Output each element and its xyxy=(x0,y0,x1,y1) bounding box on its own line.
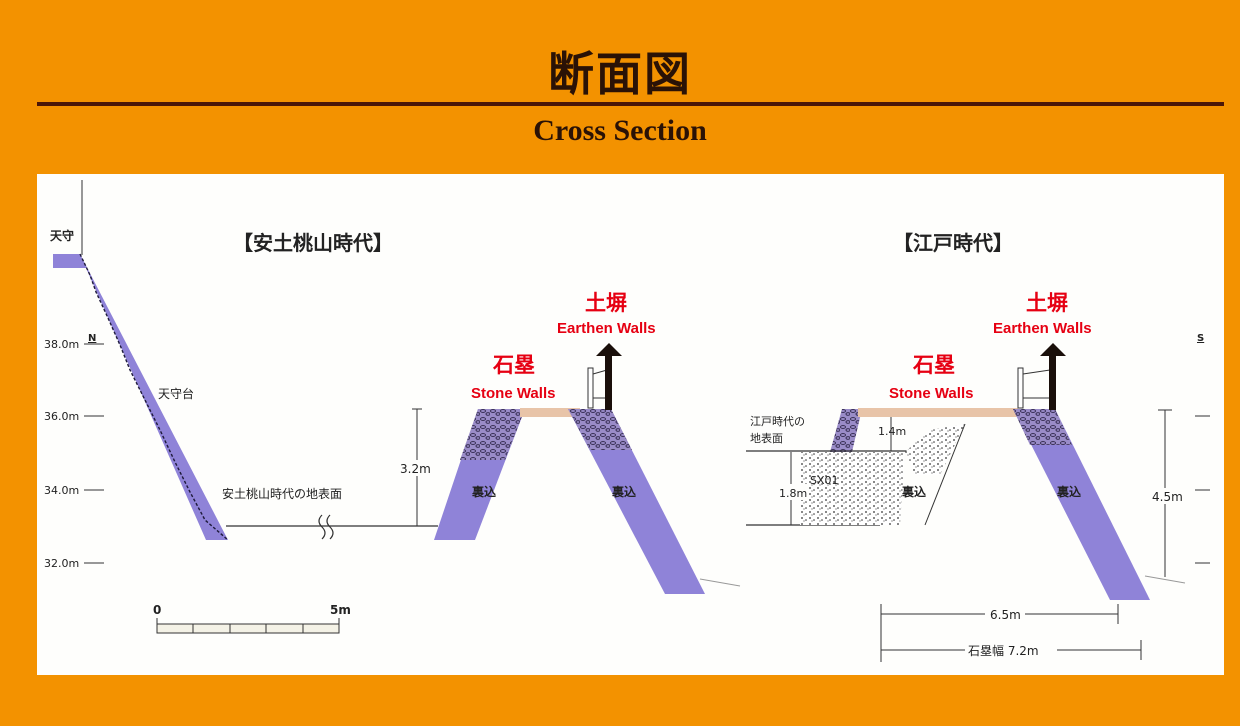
svg-text:0: 0 xyxy=(153,603,161,617)
tenshu-label: 天守 xyxy=(50,228,74,243)
svg-text:土塀: 土塀 xyxy=(1026,291,1068,315)
azuchi-period-section: 【安土桃山時代】 天守台 安土桃山時代の地表面 3.2m 裏込 裏込 石塁 St… xyxy=(53,231,741,594)
svg-text:地表面: 地表面 xyxy=(750,431,783,445)
elevation-tick-label: 32.0m xyxy=(44,557,79,570)
page-title-en: Cross Section xyxy=(533,114,707,147)
paving xyxy=(520,408,580,417)
tenshudai-stone-slope xyxy=(53,254,228,540)
edo-period-section: 【江戸時代】 江戸時代の 地表面 SX01 裏込 1.4m 1.8m 裏込 xyxy=(746,231,1210,662)
earthen-walls-jp: 土塀 xyxy=(585,291,627,315)
edo-heading: 【江戸時代】 xyxy=(893,231,1013,255)
stone-walls-en: Stone Walls xyxy=(471,385,555,402)
azuchi-ground-label: 安土桃山時代の地表面 xyxy=(222,486,342,501)
scale-bar: 0 5m xyxy=(153,603,351,634)
svg-text:裏込: 裏込 xyxy=(1056,484,1081,499)
svg-text:裏込: 裏込 xyxy=(901,484,926,499)
earthen-wall-post xyxy=(605,355,612,410)
svg-text:S: S xyxy=(1197,333,1204,344)
break-mark xyxy=(318,514,334,540)
width-dim: 6.5m xyxy=(990,608,1021,622)
elevation-tick-label: 38.0m xyxy=(44,338,79,351)
height-dim: 4.5m xyxy=(1152,490,1183,504)
svg-text:江戸時代の: 江戸時代の xyxy=(750,415,805,428)
azuchi-heading: 【安土桃山時代】 xyxy=(233,231,393,255)
svg-text:5m: 5m xyxy=(330,603,351,617)
svg-text:石塁: 石塁 xyxy=(912,353,955,377)
upper-dim: 1.4m xyxy=(878,425,906,438)
stone-walls-jp: 石塁 xyxy=(492,353,535,377)
elevation-axis: 天守 N 38.0m 36.0m 34.0m 32.0m xyxy=(44,180,104,570)
title-divider xyxy=(37,102,1224,106)
sx01-label: SX01 xyxy=(810,474,839,487)
elevation-tick-label: 36.0m xyxy=(44,410,79,423)
page-title-jp: 断面図 xyxy=(548,47,692,101)
svg-text:Earthen Walls: Earthen Walls xyxy=(993,320,1092,337)
elevation-tick-label: 34.0m xyxy=(44,484,79,497)
total-width-dim: 石塁幅 7.2m xyxy=(968,643,1039,658)
lower-dim: 1.8m xyxy=(779,487,807,500)
tenshudai-label: 天守台 xyxy=(158,386,194,401)
azuchi-height-dim: 3.2m xyxy=(400,462,431,476)
north-marker: N xyxy=(88,333,96,344)
svg-text:Stone Walls: Stone Walls xyxy=(889,385,973,402)
backfill-label: 裏込 xyxy=(611,484,636,499)
earthen-walls-en: Earthen Walls xyxy=(557,320,656,337)
sx01-rubble xyxy=(800,452,905,525)
backfill-label: 裏込 xyxy=(471,484,496,499)
